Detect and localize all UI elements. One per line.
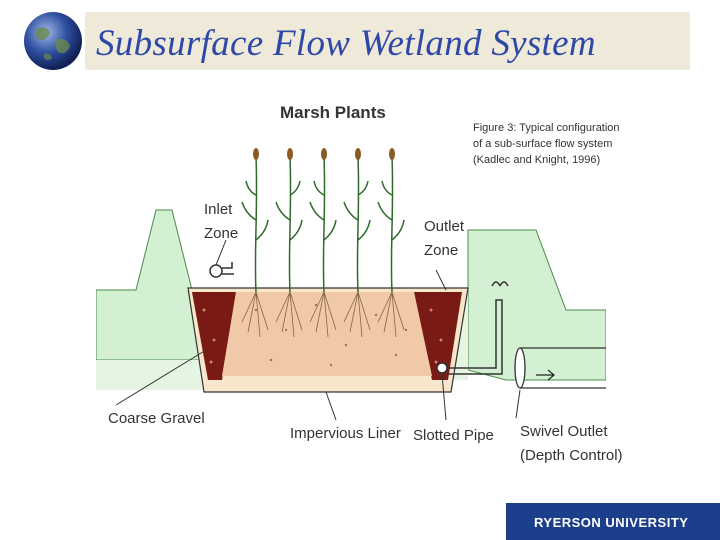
slotted-pipe (436, 281, 509, 375)
slotted-pipe-label: Slotted Pipe (413, 427, 494, 444)
inlet-pipe (209, 262, 234, 278)
university-logo (506, 503, 720, 540)
swivel-outlet-label: Swivel Outlet (Depth Control) (520, 423, 623, 464)
outlet-zone-label: Outlet Zone (424, 218, 465, 259)
plant-icon (241, 155, 405, 293)
impervious-liner-label: Impervious Liner (290, 425, 401, 442)
swivel-outlet (514, 347, 606, 389)
right-embankment (467, 229, 606, 381)
coarse-gravel-label: Coarse Gravel (108, 410, 205, 427)
caption-line: (Kadlec and Knight, 1996) (473, 154, 601, 166)
university-logo-text: RYERSON UNIVERSITY (534, 515, 689, 530)
caption-line: of a sub-surface flow system (473, 138, 613, 150)
inlet-zone-label: Inlet Zone (204, 201, 239, 242)
wetland-cross-section (96, 148, 606, 421)
treatment-media (222, 292, 432, 376)
globe-icon (24, 12, 82, 70)
slide-title: Subsurface Flow Wetland System (96, 23, 596, 64)
flow-arrow-icon (536, 369, 555, 381)
outlet-gravel (414, 292, 462, 380)
marsh-plants-label: Marsh Plants (280, 103, 386, 122)
title-band (85, 12, 690, 70)
caption-line: Figure 3: Typical configuration (473, 122, 620, 134)
figure-caption: Figure 3: Typical configuration of a sub… (473, 120, 633, 168)
